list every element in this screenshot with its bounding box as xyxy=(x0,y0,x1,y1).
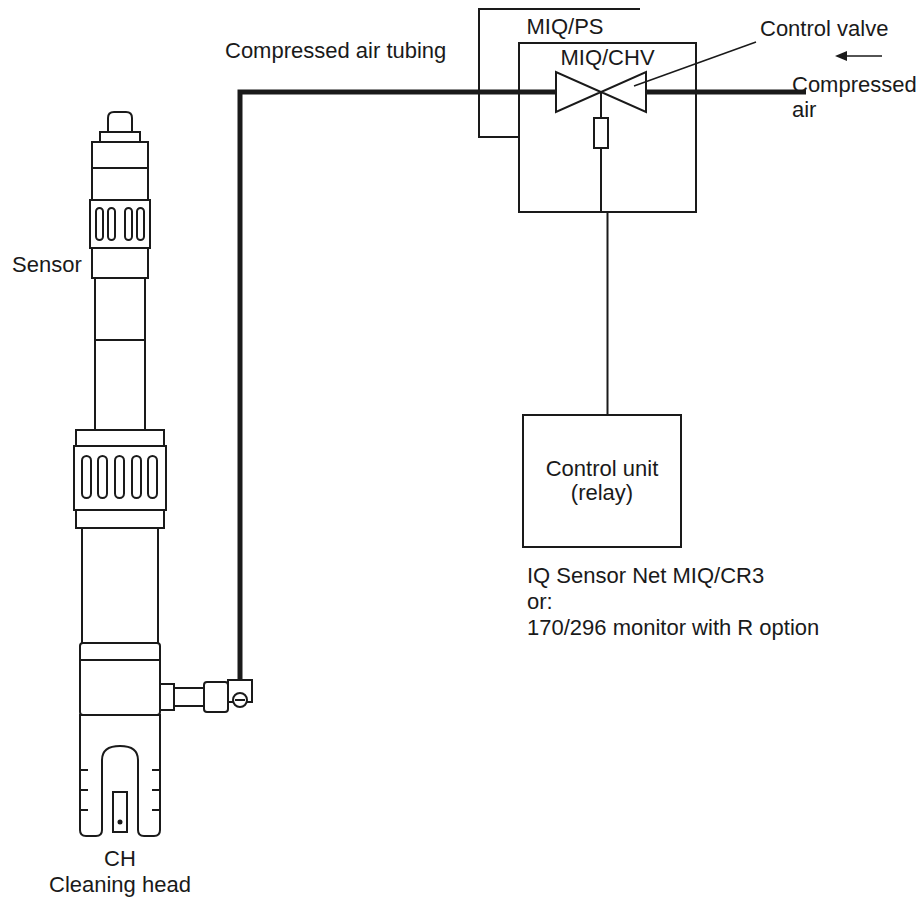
part-label: Control valve xyxy=(760,16,888,41)
flow-arrow xyxy=(835,51,882,61)
air-tubing xyxy=(240,92,556,680)
device-note: 170/296 monitor with R option xyxy=(527,615,819,640)
control-valve-symbol xyxy=(556,72,646,213)
sensor-drawing xyxy=(74,112,252,836)
control-unit-box: Control unit (relay) xyxy=(522,414,682,548)
device-note: or: xyxy=(527,589,553,614)
part-label: Cleaning head xyxy=(49,872,191,897)
power-supply-box: MIQ/PS xyxy=(478,8,652,138)
part-label: CH xyxy=(104,846,136,871)
flow-label: Compressed air xyxy=(792,72,922,123)
signal-wire xyxy=(607,213,608,414)
air-supply-line xyxy=(646,90,806,95)
box-title: Control unit (relay) xyxy=(532,457,672,505)
part-label: Compressed air tubing xyxy=(225,38,446,63)
device-note: IQ Sensor Net MIQ/CR3 xyxy=(527,563,764,588)
box-title: MIQ/CHV xyxy=(520,46,695,70)
valve-module-box: MIQ/CHV xyxy=(518,42,697,213)
part-label: Sensor xyxy=(12,252,82,277)
box-title: MIQ/PS xyxy=(480,15,650,39)
